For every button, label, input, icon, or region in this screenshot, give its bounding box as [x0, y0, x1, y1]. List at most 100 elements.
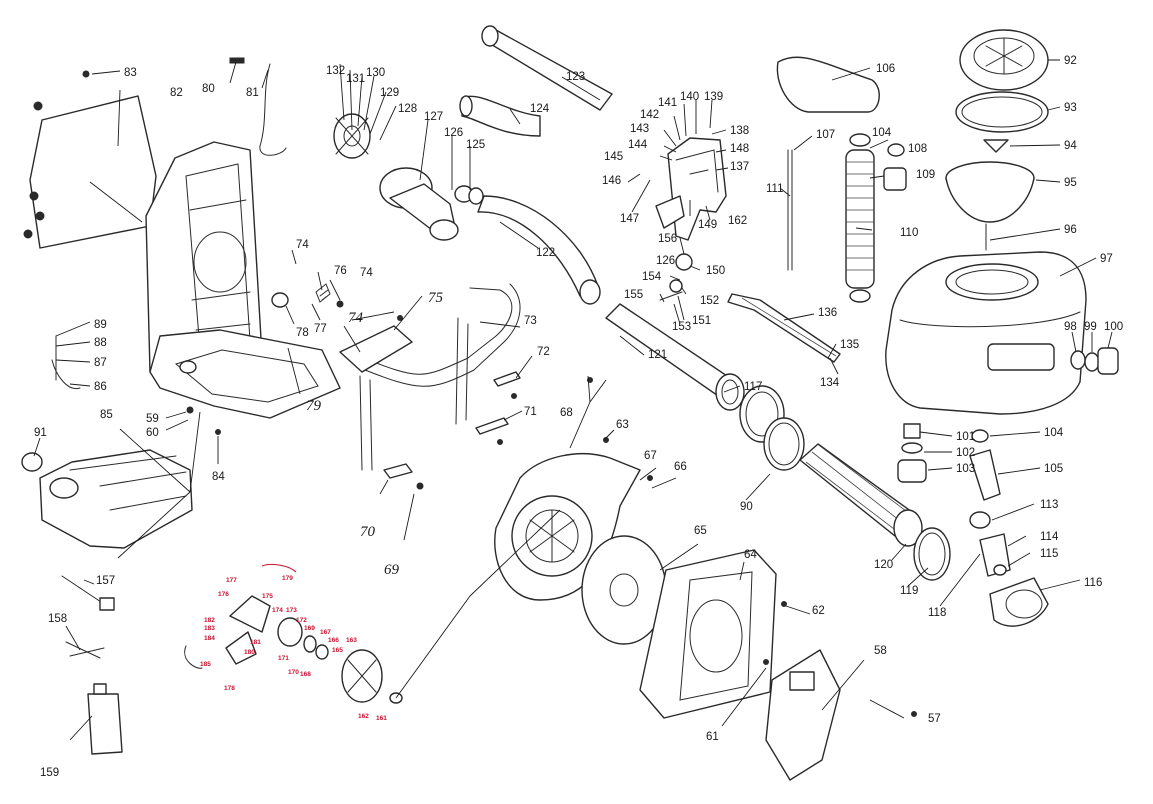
- throttle-handle-138-149: [655, 137, 727, 241]
- label-75: 75: [428, 290, 444, 306]
- flex-hose-120: [799, 443, 923, 547]
- label-99: 99: [1084, 321, 1097, 333]
- label-146: 146: [602, 175, 621, 187]
- label-158: 158: [48, 613, 67, 625]
- tube-121: [605, 303, 745, 411]
- label-r161: 161: [376, 715, 387, 722]
- rod-111: [787, 149, 793, 271]
- tool-158: [65, 641, 105, 659]
- label-r180: 180: [244, 649, 255, 656]
- label-150: 150: [706, 265, 725, 277]
- label-74-b: 74: [360, 267, 373, 279]
- label-r168: 168: [300, 671, 311, 678]
- label-61: 61: [706, 731, 719, 743]
- part-labels: 57 58 59 60 61 62 63 64 65 66 67 68 69 7…: [34, 55, 1123, 779]
- cover-106: [776, 56, 880, 113]
- label-126-a: 126: [444, 127, 463, 139]
- label-66: 66: [674, 461, 687, 473]
- label-r175: 175: [262, 593, 273, 600]
- label-119: 119: [900, 585, 918, 597]
- label-77: 77: [314, 323, 327, 335]
- tube-123: [481, 25, 613, 111]
- nozzle-113-116: [969, 511, 1049, 627]
- label-90: 90: [740, 501, 753, 513]
- tank-97: [885, 251, 1087, 415]
- label-r184: 184: [204, 635, 215, 642]
- label-93: 93: [1064, 102, 1077, 114]
- label-115: 115: [1040, 548, 1058, 560]
- label-151: 151: [692, 315, 711, 327]
- label-87: 87: [94, 357, 107, 369]
- label-r182: 182: [204, 617, 215, 624]
- label-70: 70: [360, 524, 376, 540]
- label-156: 156: [658, 233, 677, 245]
- tube-124: [459, 95, 541, 137]
- label-109: 109: [916, 169, 935, 181]
- label-124: 124: [530, 103, 550, 115]
- label-157: 157: [96, 575, 115, 587]
- clip-80: [229, 57, 245, 64]
- label-64: 64: [744, 549, 757, 561]
- label-r177: 177: [226, 577, 237, 584]
- handle-frame-73: [355, 283, 521, 471]
- label-79: 79: [306, 398, 322, 414]
- label-95: 95: [1064, 177, 1077, 189]
- bracket-72: [493, 371, 521, 387]
- leader-lines: [33, 59, 1113, 741]
- label-72: 72: [537, 346, 550, 358]
- label-63: 63: [616, 419, 629, 431]
- label-r181: 181: [250, 639, 261, 646]
- label-118: 118: [928, 607, 946, 619]
- clamp-119: [913, 527, 951, 581]
- label-r167: 167: [320, 629, 331, 636]
- label-85: 85: [100, 409, 113, 421]
- label-58: 58: [874, 645, 887, 657]
- fitting-104-105: [969, 429, 1001, 501]
- nut-125-126: [454, 185, 484, 205]
- label-135: 135: [840, 339, 859, 351]
- label-143: 143: [630, 123, 649, 135]
- label-86: 86: [94, 381, 107, 393]
- housing-67: [494, 453, 641, 601]
- label-111: 111: [766, 183, 783, 195]
- label-136: 136: [818, 307, 837, 319]
- label-138: 138: [730, 125, 749, 137]
- label-69: 69: [384, 562, 400, 578]
- cable-81: [259, 63, 287, 156]
- label-67: 67: [644, 450, 657, 462]
- label-153: 153: [672, 321, 691, 333]
- knob-78: [271, 292, 289, 308]
- label-r163: 163: [346, 637, 357, 644]
- label-117: 117: [744, 381, 762, 393]
- cover-58: [765, 649, 841, 781]
- label-r165: 165: [332, 647, 343, 654]
- label-100: 100: [1104, 321, 1123, 333]
- label-149: 149: [698, 219, 717, 231]
- back-frame-79: [145, 141, 341, 419]
- label-78: 78: [296, 327, 309, 339]
- label-82: 82: [170, 87, 183, 99]
- label-60: 60: [146, 427, 159, 439]
- label-106: 106: [876, 63, 895, 75]
- label-73: 73: [524, 315, 537, 327]
- cap-108-109: [883, 143, 907, 191]
- label-68: 68: [560, 407, 573, 419]
- fan-parts-128-132: [333, 113, 371, 159]
- label-r166: 166: [328, 637, 339, 644]
- label-104-b: 104: [1044, 427, 1064, 439]
- label-132: 132: [326, 65, 345, 77]
- starter-assembly-161-185: [184, 563, 403, 704]
- label-r162: 162: [358, 713, 369, 720]
- label-162: 162: [728, 215, 747, 227]
- back-panel-82: [23, 95, 157, 249]
- label-r178: 178: [224, 685, 235, 692]
- label-71: 71: [524, 406, 537, 418]
- label-144: 144: [628, 139, 648, 151]
- label-108: 108: [908, 143, 927, 155]
- label-r183: 183: [204, 625, 215, 632]
- label-57: 57: [928, 713, 941, 725]
- fuel-tank-85: [21, 449, 193, 549]
- strainer-95: [945, 161, 1035, 223]
- label-98: 98: [1064, 321, 1077, 333]
- cap-94: [983, 139, 1009, 153]
